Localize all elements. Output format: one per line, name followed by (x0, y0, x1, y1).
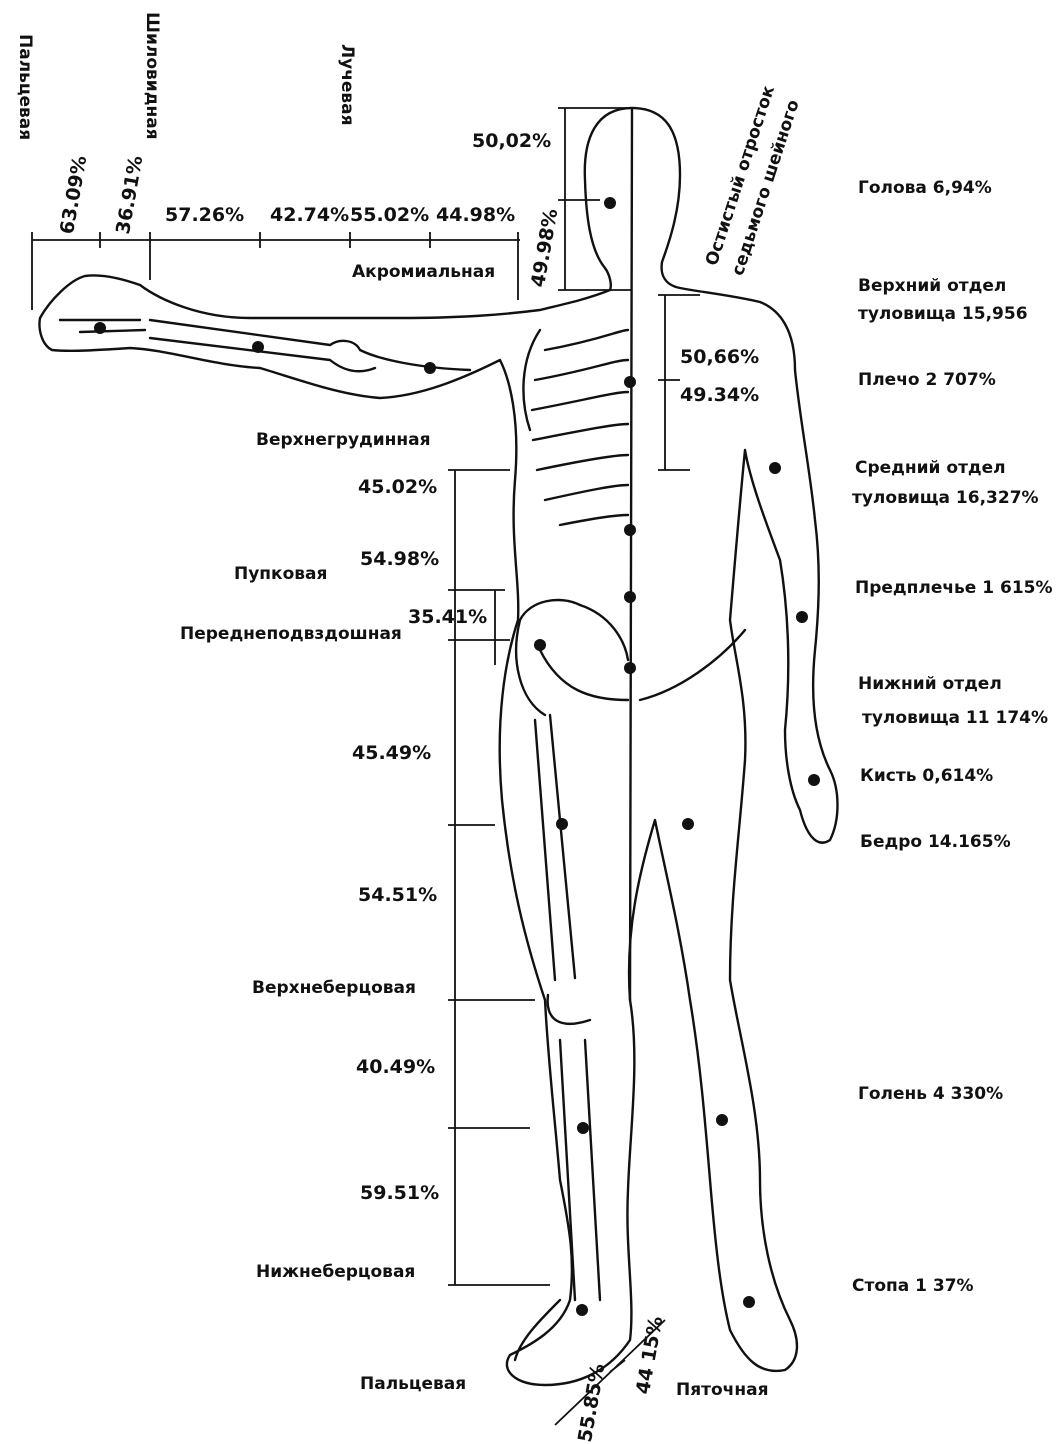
dot-head (604, 197, 616, 209)
dot-upperarm (424, 362, 436, 374)
dot-hand (94, 322, 106, 334)
pct-trunk-low-a: 35.41% (408, 606, 487, 630)
pct-thigh-b: 54.51% (358, 884, 437, 908)
dot-thigh-left (556, 818, 568, 830)
arm-bones (60, 320, 470, 371)
label-radial: Лучевая (336, 44, 357, 126)
dot-trunk-low (624, 662, 636, 674)
dot-forearm (252, 341, 264, 353)
leg-measure-line (448, 470, 550, 1285)
label-thigh-mass: Бедро 14.165% (860, 832, 1011, 853)
dot-thigh-right (682, 818, 694, 830)
head-measure-line (558, 108, 632, 290)
dot-trunk-mid (624, 524, 636, 536)
ribcage (523, 330, 628, 525)
label-shank-mass: Голень 4 330% (858, 1084, 1003, 1105)
pct-upperarm-b: 44.98% (436, 204, 515, 228)
label-upperarm-mass: Плечо 2 707% (858, 370, 996, 391)
pct-thigh-a: 45.49% (352, 742, 431, 766)
label-tibial-lower: Нижнеберцовая (256, 1262, 415, 1283)
label-trunk-low-2: туловища 11 174% (862, 708, 1048, 729)
leg-bones (515, 715, 600, 1360)
label-acromial: Акромиальная (352, 262, 495, 283)
label-umbilical: Пупковая (234, 564, 327, 585)
label-trunk-mid-1: Средний отдел (855, 458, 1006, 479)
dot-trunk-upper (624, 376, 636, 388)
pct-forearm-b: 42.74% (270, 204, 349, 228)
dot-foot-right (743, 1296, 755, 1308)
trunk-measure-line (658, 295, 700, 470)
label-suprasternal: Верхнегрудинная (256, 430, 431, 451)
dot-shank-left (577, 1122, 589, 1134)
label-forearm-mass: Предплечье 1 615% (855, 578, 1053, 599)
label-trunk-upper-2: туловища 15,956 (858, 304, 1028, 325)
pct-trunk-upper-b: 49.34% (680, 384, 759, 408)
label-iliac: Переднеподвздошная (180, 624, 402, 645)
label-finger-bottom: Пальцевая (360, 1374, 466, 1395)
pct-forearm-a: 57.26% (165, 204, 244, 228)
label-head-mass: Голова 6,94% (858, 178, 992, 199)
pct-shank-b: 59.51% (360, 1182, 439, 1206)
pct-upperarm-a: 55.02% (350, 204, 429, 228)
label-styloid: Шиловидная (141, 12, 162, 140)
label-trunk-low-1: Нижний отдел (858, 674, 1002, 695)
label-tibial-upper: Верхнеберцовая (252, 978, 416, 999)
pct-head-top: 50,02% (472, 130, 551, 154)
pct-shank-a: 40.49% (356, 1056, 435, 1080)
label-trunk-upper-1: Верхний отдел (858, 276, 1006, 297)
dot-trunk-mid2 (624, 591, 636, 603)
dot-shank-right (716, 1114, 728, 1126)
dot-pelvis (534, 639, 546, 651)
label-finger-top: Пальцевая (14, 34, 35, 140)
spine-line (630, 110, 632, 1000)
pct-trunk-mid-a: 45.02% (358, 476, 437, 500)
dot-foot-left (576, 1304, 588, 1316)
label-hand-mass: Кисть 0,614% (860, 766, 993, 787)
dot-arm-right (769, 462, 781, 474)
label-trunk-mid-2: туловища 16,327% (852, 488, 1039, 509)
pct-trunk-mid-b: 54.98% (360, 548, 439, 572)
dot-forearm-right (796, 611, 808, 623)
dot-hand-right (808, 774, 820, 786)
pct-trunk-upper-a: 50,66% (680, 346, 759, 370)
label-foot-mass: Стопа 1 37% (852, 1276, 974, 1297)
label-heel: Пяточная (676, 1380, 768, 1401)
